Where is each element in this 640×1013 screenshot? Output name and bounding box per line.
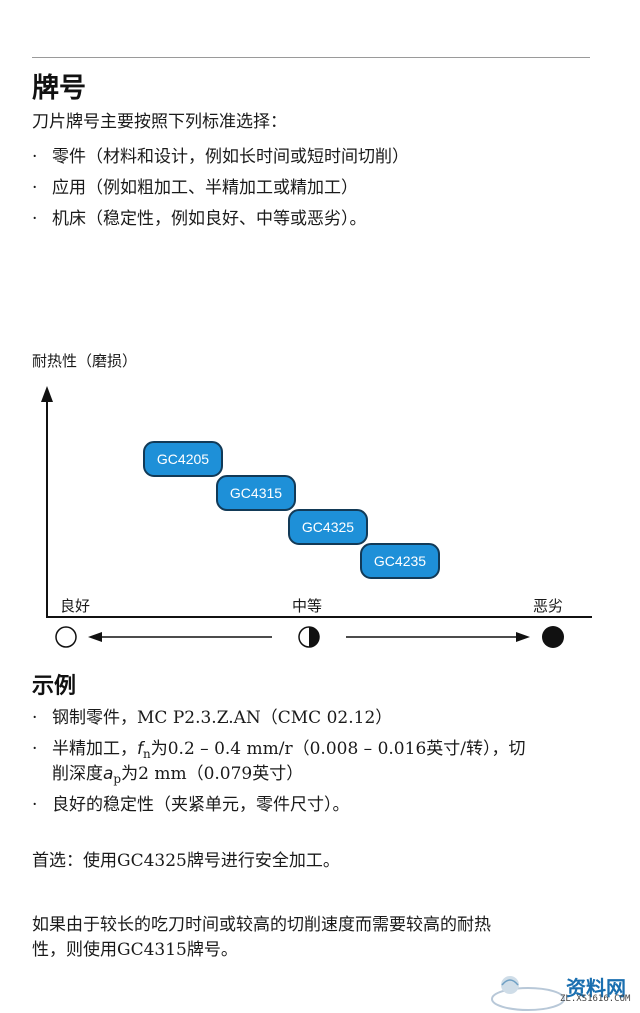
list-item: ·半精加工，fn为0.2 – 0.4 mm/r（0.008 – 0.016英寸/…: [32, 739, 526, 761]
grade-box-gc4315: GC4315: [216, 475, 296, 511]
list-item: ·良好的稳定性（夹紧单元，零件尺寸）。: [32, 795, 350, 815]
grade-box-gc4205: GC4205: [143, 441, 223, 477]
y-axis-arrow-icon: [41, 386, 53, 402]
top-rule: [32, 57, 590, 58]
list-item: ·机床（稳定性，例如良好、中等或恶劣）。: [32, 209, 367, 229]
page-title: 牌号: [32, 73, 86, 104]
list-item: ·零件（材料和设计，例如长时间或短时间切削）: [32, 147, 409, 167]
intro-text: 刀片牌号主要按照下列标准选择：: [32, 112, 287, 132]
watermark-url: ZL.XS1616.COM: [560, 994, 631, 1004]
stability-label-poor: 恶劣: [533, 597, 564, 615]
filled-circle-icon: [542, 626, 564, 648]
chart-axes: [41, 386, 592, 648]
grade-box-gc4235: GC4235: [360, 543, 440, 579]
list-item: ·钢制零件，MC P2.3.Z.AN（CMC 02.12）: [32, 708, 393, 728]
left-arrow-icon: [88, 632, 102, 642]
alternative-text-line1: 如果由于较长的吃刀时间或较高的切削速度而需要较高的耐热: [32, 915, 491, 935]
grade-chart: 耐热性（磨损） 良好 中等 恶劣 GC4205 GC4315 GC4325 GC…: [0, 340, 640, 660]
list-item-continuation: 削深度ap为2 mm（0.079英寸）: [52, 764, 304, 786]
list-item: ·应用（例如粗加工、半精加工或精加工）: [32, 178, 358, 198]
empty-circle-icon: [55, 626, 77, 648]
y-axis-label: 耐热性（磨损）: [32, 352, 138, 370]
stability-label-medium: 中等: [292, 597, 323, 615]
alternative-text-line2: 性，则使用GC4315牌号。: [32, 940, 238, 960]
watermark-text: 资料网: [566, 976, 626, 1000]
grade-box-gc4325: GC4325: [288, 509, 368, 545]
stability-label-good: 良好: [60, 597, 91, 615]
example-heading: 示例: [32, 674, 77, 699]
watermark-logo-icon: [491, 976, 565, 1011]
preferred-text: 首选：使用GC4325牌号进行安全加工。: [32, 851, 340, 871]
right-arrow-icon: [516, 632, 530, 642]
